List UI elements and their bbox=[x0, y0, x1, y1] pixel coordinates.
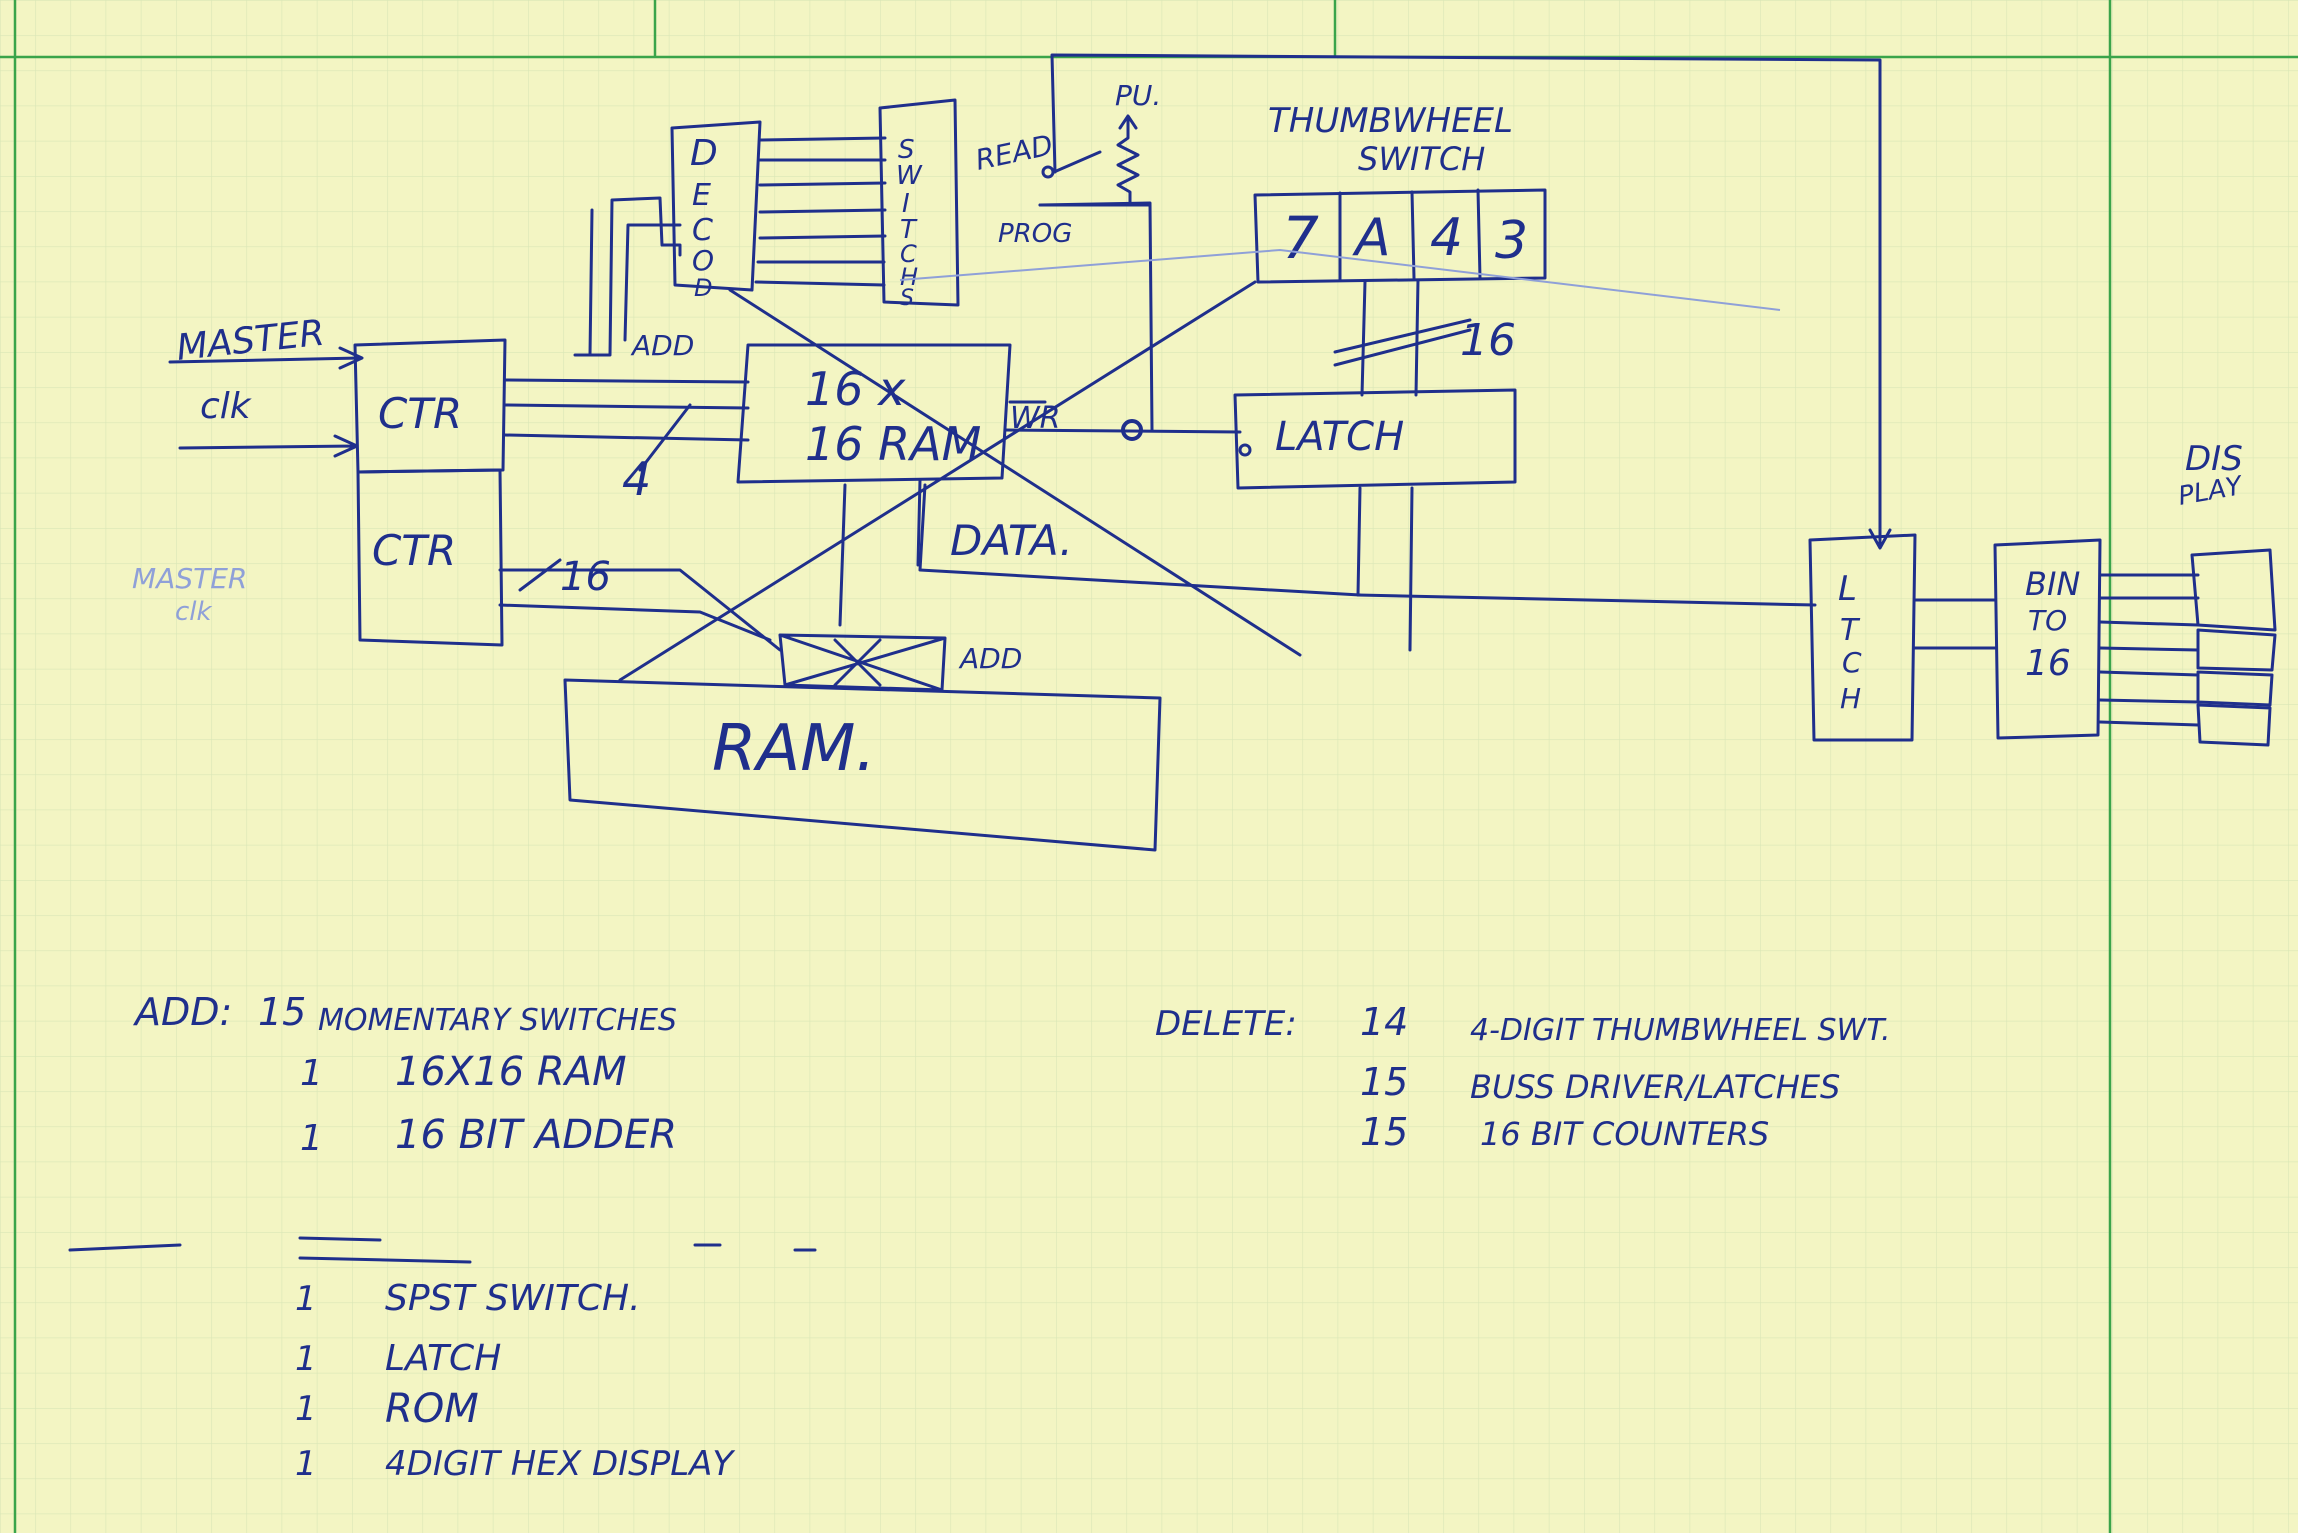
bin-to-16-block: BIN TO 16 bbox=[1993, 538, 2200, 740]
decoder-letter-4: D bbox=[694, 274, 712, 302]
display-label-1: DIS bbox=[2185, 439, 2243, 479]
switches-letter-4: C bbox=[900, 240, 917, 268]
parts-notes: ADD: 15 MOMENTARY SWITCHES 1 16X16 RAM 1… bbox=[68, 990, 1891, 1484]
delete-item-2-qty: 15 bbox=[1360, 1110, 1408, 1154]
delete-item-2-desc: 16 BIT COUNTERS bbox=[1480, 1115, 1769, 1153]
extra-item-1-qty: 1 bbox=[295, 1339, 317, 1379]
extra-item-2-desc: ROM bbox=[385, 1386, 479, 1432]
ctr-bottom-label: CTR bbox=[372, 526, 456, 575]
cross-out-lines bbox=[618, 248, 1781, 682]
extra-item-3-qty: 1 bbox=[295, 1444, 317, 1484]
latch-vertical-0: L bbox=[1838, 569, 1857, 609]
counter-top: CTR bbox=[353, 338, 507, 474]
extra-item-0-desc: SPST SWITCH. bbox=[385, 1278, 641, 1319]
switches-letter-6: S bbox=[900, 286, 914, 311]
big-ram-label: RAM. bbox=[712, 712, 876, 786]
decoder-letter-1: E bbox=[692, 178, 711, 213]
master-clk-label-2: clk bbox=[200, 386, 253, 427]
output-latch: L T C H bbox=[1808, 533, 1997, 742]
clk-arrow-top bbox=[168, 346, 364, 370]
data-bus: DATA. bbox=[918, 483, 1817, 607]
extra-item-0-qty: 1 bbox=[295, 1279, 317, 1319]
pu-label: PU. bbox=[1115, 79, 1161, 112]
bin-to-label-2: TO bbox=[2028, 604, 2067, 637]
latch-block: LATCH bbox=[1233, 388, 1517, 652]
thumbwheel-digit-3: 3 bbox=[1495, 211, 1528, 271]
extra-item-3-desc: 4DIGIT HEX DISPLAY bbox=[385, 1444, 735, 1484]
ctr16-label: 16 bbox=[560, 554, 611, 600]
decoder-letter-2: C bbox=[692, 213, 713, 248]
big-ram: RAM. bbox=[563, 633, 1162, 852]
add-label-top: ADD bbox=[630, 329, 694, 362]
decoder-letter-0: D bbox=[690, 133, 718, 174]
ram-16x16: 16 x 16 RAM WR ADD 4 bbox=[503, 196, 1242, 627]
pull-up-resistor bbox=[1116, 114, 1140, 207]
thumbwheel-title-2: SWITCH bbox=[1358, 140, 1485, 178]
latch-vertical-1: T bbox=[1840, 613, 1861, 648]
counter-bottom: CTR bbox=[356, 468, 504, 647]
bus16-label: 16 bbox=[1460, 315, 1516, 366]
wr-junction bbox=[1121, 419, 1143, 441]
delete-item-0-desc: 4-DIGIT THUMBWHEEL SWT. bbox=[1470, 1013, 1891, 1048]
prog-wire bbox=[1038, 201, 1154, 432]
ram16-line2: 16 RAM bbox=[805, 417, 981, 471]
add-item-1-desc: 16X16 RAM bbox=[395, 1049, 627, 1095]
delete-item-1-desc: BUSS DRIVER/LATCHES bbox=[1470, 1068, 1840, 1106]
switches-letter-0: S bbox=[898, 135, 915, 165]
add-item-1-qty: 1 bbox=[300, 1053, 323, 1094]
switches-block: S W I T C H S bbox=[754, 98, 960, 311]
decoder-letter-3: O bbox=[692, 244, 714, 277]
add-item-2-qty: 1 bbox=[300, 1118, 323, 1159]
latch-vertical-3: H bbox=[1840, 682, 1861, 715]
add-item-2-desc: 16 BIT ADDER bbox=[395, 1112, 677, 1158]
latch-label: LATCH bbox=[1275, 414, 1404, 460]
thumbwheel-digit-1: A bbox=[1352, 208, 1391, 268]
latch-vertical-2: C bbox=[1842, 646, 1862, 679]
switches-letter-2: I bbox=[902, 189, 910, 219]
read-prog-switch: READ PROG PU. bbox=[973, 79, 1161, 432]
add-item-0-qty: 15 bbox=[258, 990, 306, 1034]
prog-label: PROG bbox=[998, 219, 1072, 249]
add-header: ADD: bbox=[132, 990, 232, 1034]
delete-header: DELETE: bbox=[1155, 1004, 1297, 1044]
separator-dashes bbox=[68, 1236, 817, 1264]
delete-item-1-qty: 15 bbox=[1360, 1060, 1408, 1104]
thumbwheel-switch: THUMBWHEEL SWITCH 7 A 4 3 16 bbox=[1253, 101, 1547, 397]
switches-letter-3: T bbox=[900, 215, 918, 245]
thumbwheel-digit-2: 4 bbox=[1430, 208, 1463, 268]
bin-to-label-1: BIN bbox=[2025, 565, 2080, 603]
extra-item-1-desc: LATCH bbox=[385, 1338, 501, 1379]
thumbwheel-digit-0: 7 bbox=[1282, 204, 1319, 272]
display-block: DIS PLAY bbox=[2176, 439, 2277, 747]
counter-bus: 16 ADD bbox=[498, 554, 1022, 675]
bin-to-label-3: 16 bbox=[2025, 643, 2071, 684]
add-item-0-desc: MOMENTARY SWITCHES bbox=[318, 1003, 677, 1038]
thumbwheel-title-1: THUMBWHEEL bbox=[1268, 101, 1513, 141]
decoder-block: D E C O D bbox=[670, 120, 762, 302]
add-label-bottom: ADD bbox=[958, 642, 1022, 675]
master-clk-faint-2: clk bbox=[175, 597, 213, 627]
extra-item-2-qty: 1 bbox=[295, 1389, 317, 1429]
data-label: DATA. bbox=[950, 516, 1073, 565]
switches-letter-5: H bbox=[900, 263, 918, 291]
delete-item-0-qty: 14 bbox=[1360, 1000, 1408, 1044]
master-clk-faint: MASTER bbox=[132, 562, 247, 595]
switches-letter-1: W bbox=[896, 161, 923, 191]
switch-lead bbox=[1052, 150, 1102, 174]
ctr-top-label: CTR bbox=[378, 389, 462, 438]
